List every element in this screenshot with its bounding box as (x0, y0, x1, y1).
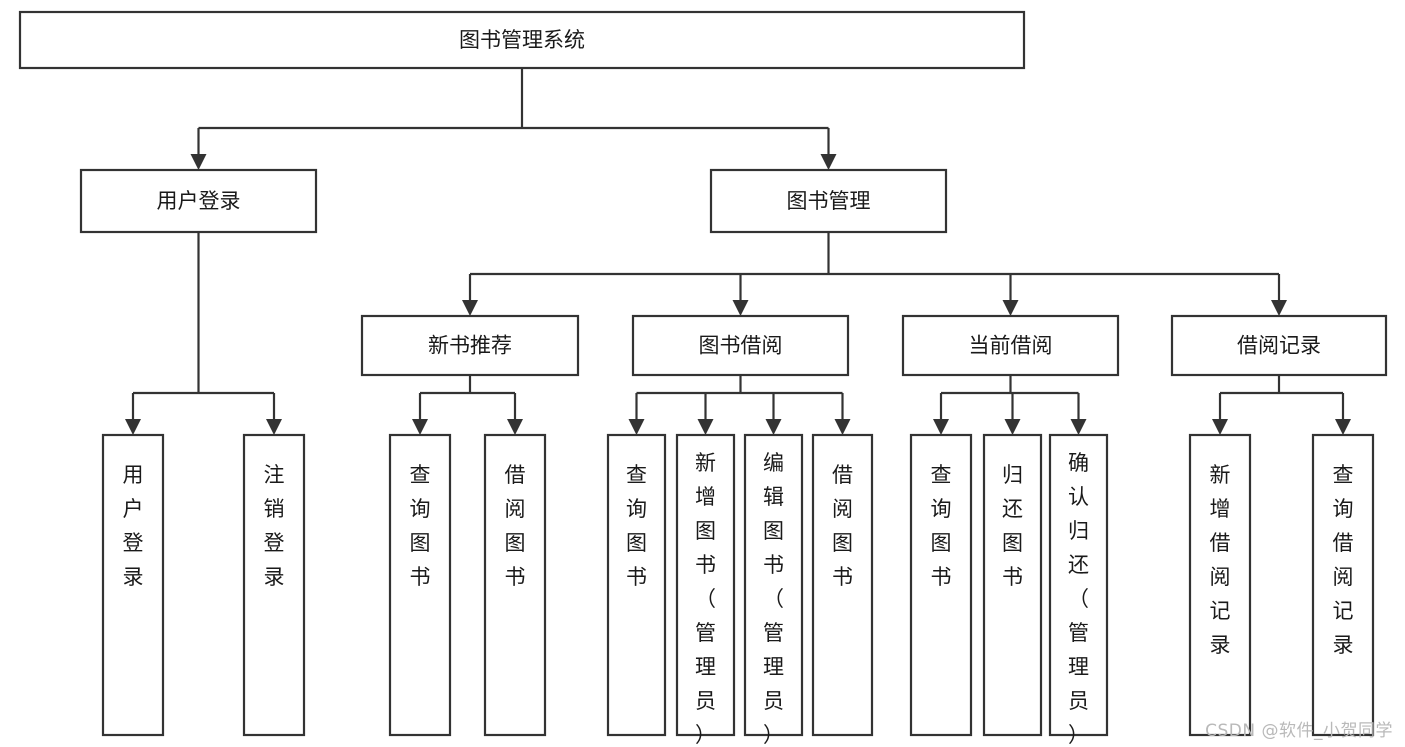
node-box-leaf-confirm-return-admin (1048, 433, 1109, 737)
node-leaf-query-borrow-record[interactable]: 查询借阅记录 (1311, 433, 1375, 737)
node-label-book-management: 图书管理 (787, 189, 871, 213)
node-box-root (18, 10, 1026, 70)
arrow-head-icon-edge-book-management-to-current-borrow (1002, 300, 1019, 316)
node-box-leaf-add-borrow-record (1188, 433, 1252, 737)
arrow-head-icon-edge-root-to-book-management (820, 154, 837, 170)
node-label-root: 图书管理系统 (459, 28, 585, 52)
node-leaf-borrow-book-2[interactable]: 借阅图书 (811, 433, 874, 737)
node-label-leaf-user-login: 用户登录 (123, 463, 144, 589)
edge-group-new-book-recommend (412, 375, 523, 435)
node-leaf-borrow-book-1[interactable]: 借阅图书 (483, 433, 547, 737)
node-label-leaf-query-book-2: 查询图书 (626, 463, 647, 589)
node-layer: 图书管理系统用户登录图书管理新书推荐图书借阅当前借阅借阅记录用户登录注销登录查询… (18, 10, 1388, 747)
node-book-borrow[interactable]: 图书借阅 (631, 314, 850, 377)
edge-group-book-management (462, 232, 1287, 316)
arrow-head-icon-edge-book-borrow-to-edit-book-admin (765, 419, 782, 435)
node-leaf-edit-book-admin[interactable]: 编辑图书（管理员） (743, 433, 804, 747)
arrow-head-icon-edge-book-management-to-borrow-record (1271, 300, 1287, 316)
edge-group-root (190, 68, 837, 170)
node-box-new-book-recommend (360, 314, 580, 377)
node-leaf-user-login[interactable]: 用户登录 (101, 433, 165, 737)
arrow-head-icon-edge-root-to-user-login (190, 154, 207, 170)
node-box-leaf-edit-book-admin (743, 433, 804, 737)
arrow-head-icon-edge-new-book-recommend-to-borrow-book-1 (507, 419, 523, 435)
arrow-head-icon-edge-user-login-to-leaf-user-login (125, 419, 141, 435)
node-root[interactable]: 图书管理系统 (18, 10, 1026, 70)
node-label-leaf-edit-book-admin: 编辑图书（管理员） (763, 451, 784, 747)
edge-group-borrow-record (1212, 375, 1351, 435)
node-box-leaf-query-book-1 (388, 433, 452, 737)
node-label-leaf-query-book-1: 查询图书 (410, 463, 431, 589)
node-leaf-return-book[interactable]: 归还图书 (982, 433, 1043, 737)
node-book-management[interactable]: 图书管理 (709, 168, 948, 234)
node-label-leaf-confirm-return-admin: 确认归还（管理员） (1068, 451, 1089, 747)
node-leaf-confirm-return-admin[interactable]: 确认归还（管理员） (1048, 433, 1109, 747)
node-leaf-logout[interactable]: 注销登录 (242, 433, 306, 737)
node-box-leaf-borrow-book-1 (483, 433, 547, 737)
node-box-leaf-user-login (101, 433, 165, 737)
arrow-head-icon-edge-book-borrow-to-borrow-book-2 (834, 419, 851, 435)
edge-group-book-borrow (628, 375, 851, 435)
node-box-leaf-query-borrow-record (1311, 433, 1375, 737)
arrow-head-icon-edge-book-management-to-book-borrow (732, 300, 749, 316)
node-label-borrow-record: 借阅记录 (1237, 334, 1321, 358)
node-label-new-book-recommend: 新书推荐 (428, 334, 512, 358)
node-box-leaf-add-book-admin (675, 433, 736, 737)
node-leaf-query-book-1[interactable]: 查询图书 (388, 433, 452, 737)
arrow-head-icon-edge-current-borrow-to-return-book (1004, 419, 1021, 435)
arrow-head-icon-edge-borrow-record-to-add-borrow-record (1212, 419, 1228, 435)
node-box-leaf-query-book-3 (909, 433, 973, 737)
node-label-leaf-logout: 注销登录 (264, 463, 285, 589)
node-label-leaf-borrow-book-2: 借阅图书 (832, 463, 853, 589)
node-box-borrow-record (1170, 314, 1388, 377)
arrow-head-icon-edge-current-borrow-to-query-book-3 (933, 419, 949, 435)
arrow-head-icon-edge-book-management-to-new-book-recommend (462, 300, 478, 316)
node-box-user-login (79, 168, 318, 234)
node-label-leaf-query-book-3: 查询图书 (931, 463, 952, 589)
arrow-head-icon-edge-current-borrow-to-confirm-return-admin (1070, 419, 1087, 435)
node-label-leaf-query-borrow-record: 查询借阅记录 (1333, 463, 1354, 657)
node-box-current-borrow (901, 314, 1120, 377)
edge-group-current-borrow (933, 375, 1087, 435)
node-box-leaf-query-book-2 (606, 433, 667, 737)
connector-layer (125, 68, 1351, 435)
node-box-leaf-logout (242, 433, 306, 737)
arrow-head-icon-edge-book-borrow-to-query-book-2 (628, 419, 645, 435)
node-box-leaf-borrow-book-2 (811, 433, 874, 737)
node-label-leaf-add-book-admin: 新增图书（管理员） (695, 451, 716, 747)
arrow-head-icon-edge-user-login-to-leaf-logout (266, 419, 282, 435)
node-leaf-query-book-3[interactable]: 查询图书 (909, 433, 973, 737)
arrow-head-icon-edge-borrow-record-to-query-borrow-record (1335, 419, 1351, 435)
node-leaf-query-book-2[interactable]: 查询图书 (606, 433, 667, 737)
node-box-leaf-return-book (982, 433, 1043, 737)
node-current-borrow[interactable]: 当前借阅 (901, 314, 1120, 377)
node-label-leaf-borrow-book-1: 借阅图书 (505, 463, 526, 589)
node-label-book-borrow: 图书借阅 (699, 334, 783, 358)
node-label-user-login: 用户登录 (157, 189, 241, 213)
node-leaf-add-borrow-record[interactable]: 新增借阅记录 (1188, 433, 1252, 737)
arrow-head-icon-edge-new-book-recommend-to-query-book-1 (412, 419, 428, 435)
node-box-book-borrow (631, 314, 850, 377)
node-label-leaf-return-book: 归还图书 (1002, 463, 1023, 589)
arrow-head-icon-edge-book-borrow-to-add-book-admin (697, 419, 714, 435)
node-box-book-management (709, 168, 948, 234)
csdn-watermark: CSDN @软件_小贺同学 (1205, 721, 1393, 741)
edge-group-user-login (125, 232, 282, 435)
node-leaf-add-book-admin[interactable]: 新增图书（管理员） (675, 433, 736, 747)
node-label-leaf-add-borrow-record: 新增借阅记录 (1210, 463, 1231, 657)
node-new-book-recommend[interactable]: 新书推荐 (360, 314, 580, 377)
node-user-login[interactable]: 用户登录 (79, 168, 318, 234)
node-borrow-record[interactable]: 借阅记录 (1170, 314, 1388, 377)
node-label-current-borrow: 当前借阅 (969, 334, 1053, 358)
